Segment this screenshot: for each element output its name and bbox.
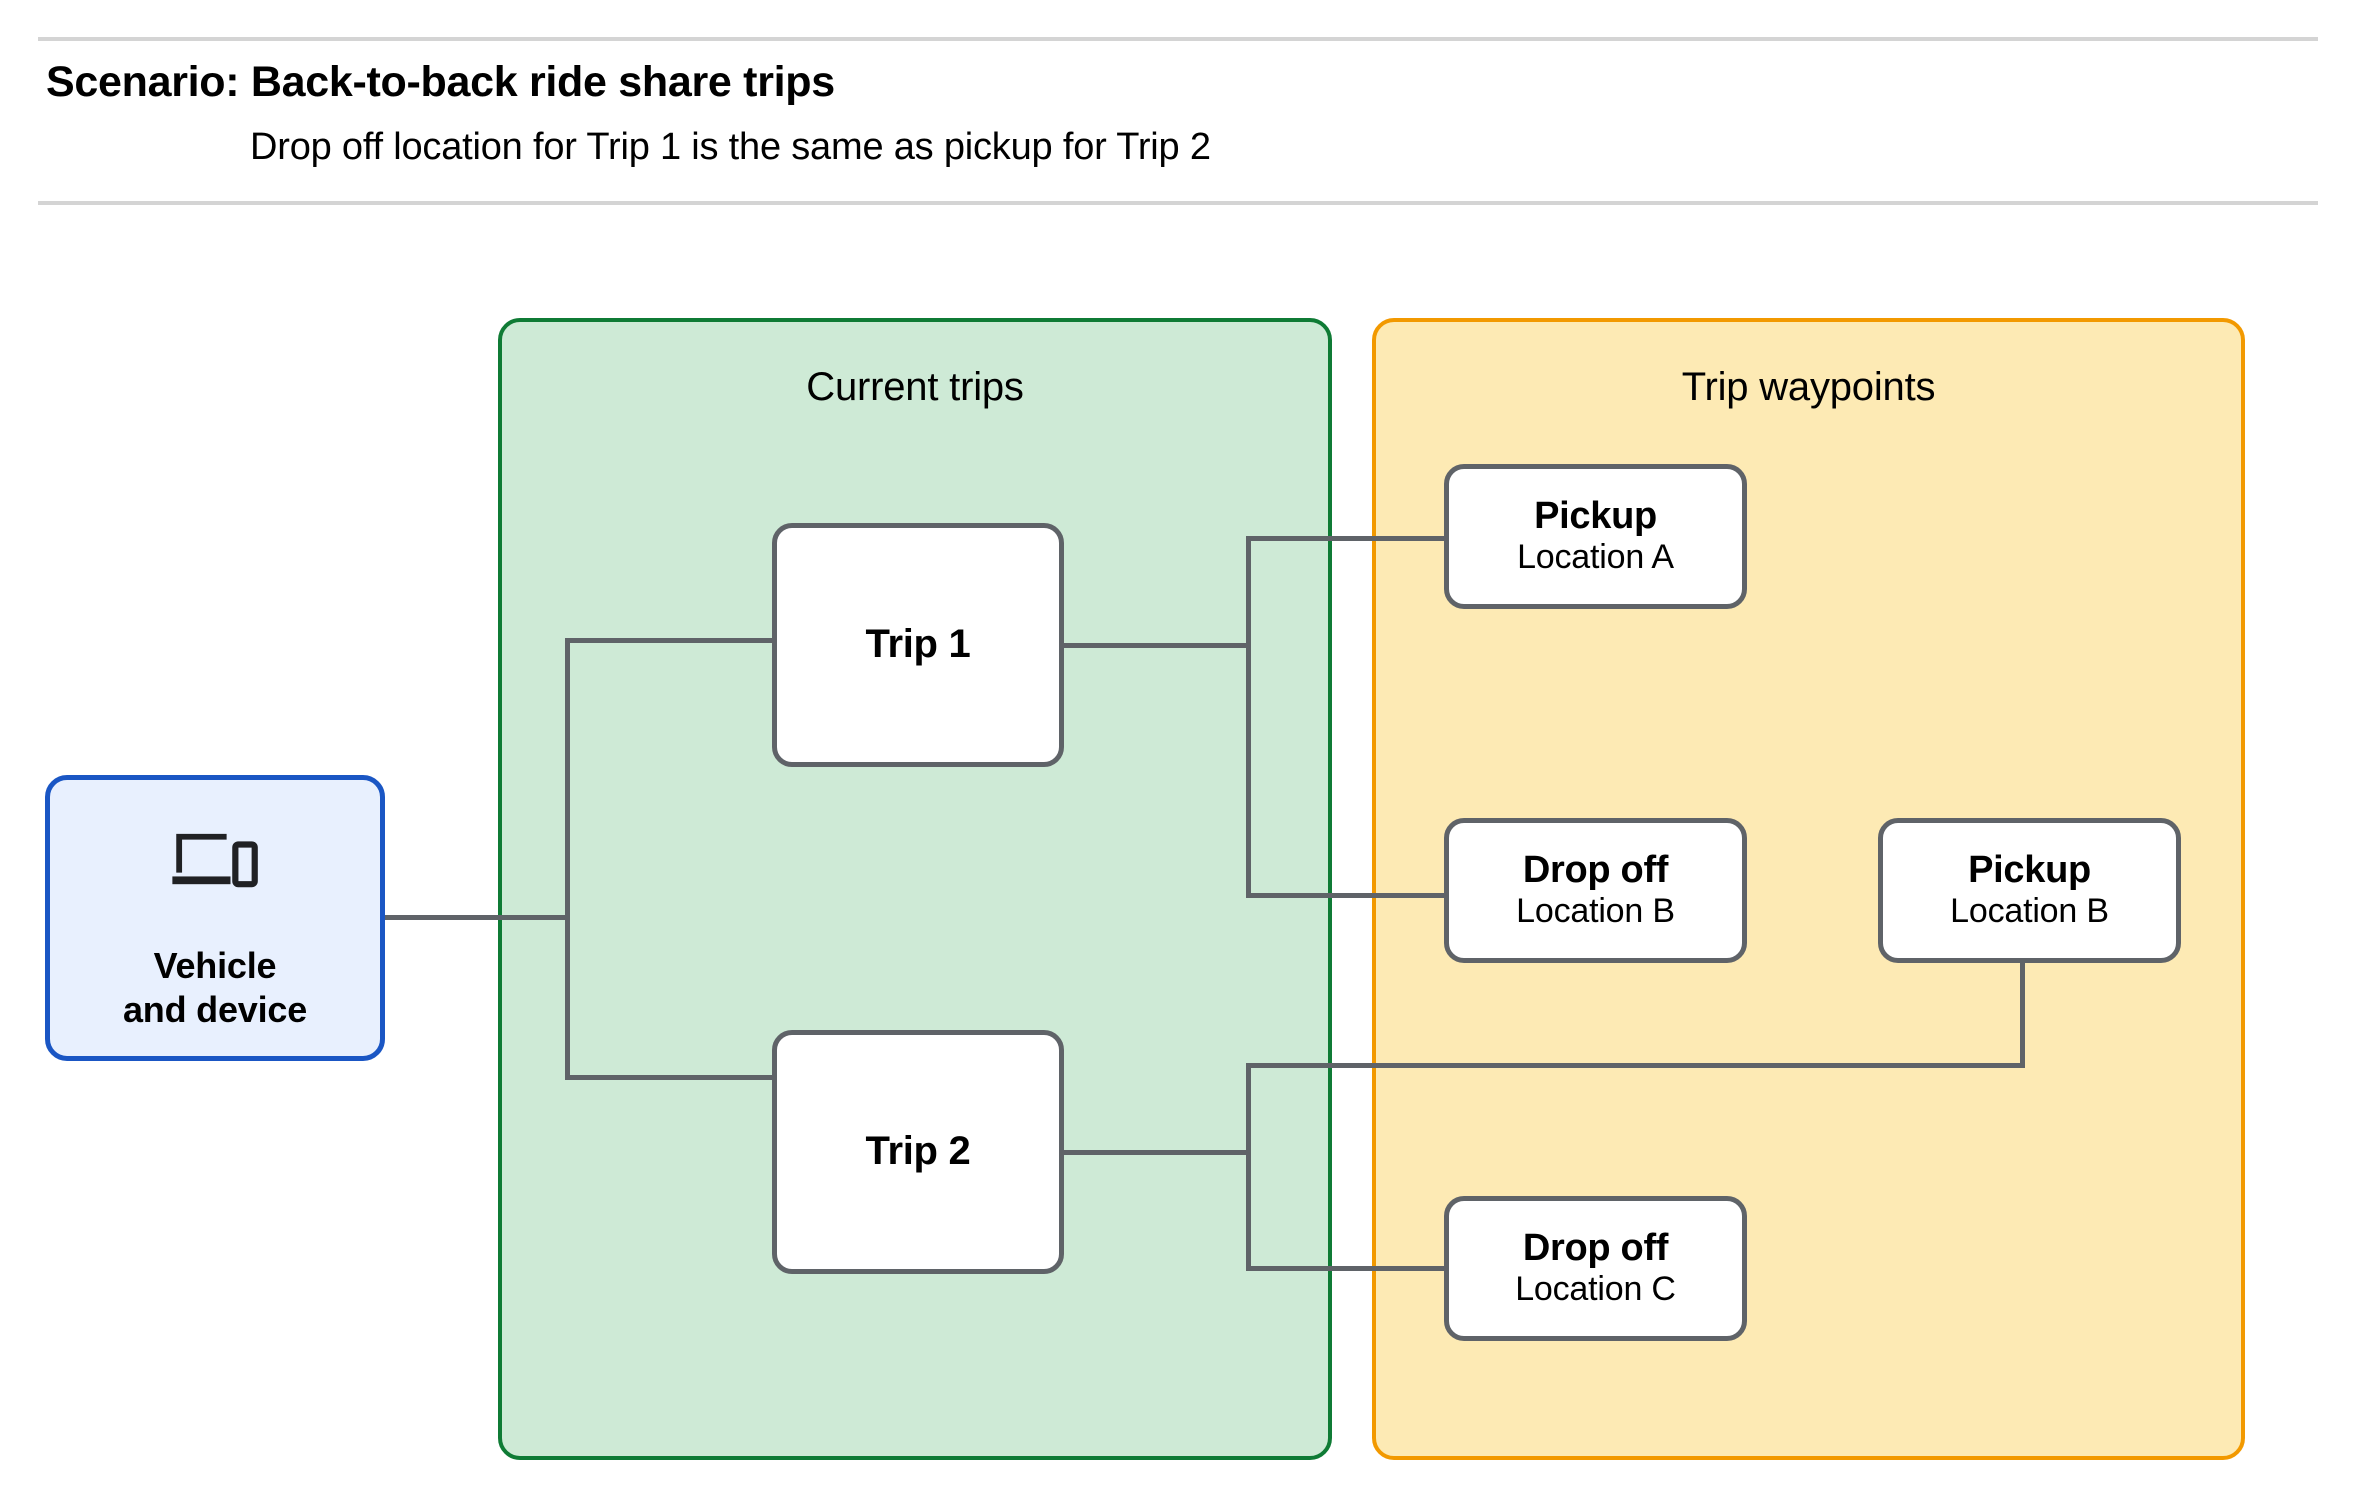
group-current-trips: Current trips bbox=[498, 318, 1332, 1460]
header-divider-top bbox=[38, 37, 2318, 41]
node-dropoff-location-b-title: Drop off bbox=[1522, 848, 1669, 891]
node-pickup-location-a-location: Location A bbox=[1517, 537, 1674, 576]
node-trip-2-label: Trip 2 bbox=[865, 1129, 971, 1174]
node-dropoff-location-c-title: Drop off bbox=[1522, 1226, 1669, 1269]
node-pickup-location-b[interactable]: Pickup Location B bbox=[1878, 818, 2181, 963]
vehicle-label: Vehicle and device bbox=[122, 945, 308, 1030]
connector-trip-1-to-pickup-a bbox=[1246, 536, 1449, 541]
page-title: Scenario: Back-to-back ride share trips bbox=[46, 58, 835, 106]
node-pickup-location-b-location: Location B bbox=[1950, 891, 2109, 930]
node-pickup-location-b-title: Pickup bbox=[1968, 848, 2091, 891]
node-dropoff-location-b-location: Location B bbox=[1516, 891, 1675, 930]
node-trip-1[interactable]: Trip 1 bbox=[772, 523, 1064, 767]
connector-trips-junction-bar bbox=[565, 638, 570, 1080]
connector-trip-2-to-dropoff-c bbox=[1246, 1266, 1449, 1271]
connector-trip-1-waypoint-bar bbox=[1246, 536, 1251, 898]
connector-junction-to-trip-2 bbox=[565, 1075, 777, 1080]
node-dropoff-location-c-location: Location C bbox=[1515, 1269, 1676, 1308]
node-trip-2[interactable]: Trip 2 bbox=[772, 1030, 1064, 1274]
node-dropoff-location-b[interactable]: Drop off Location B bbox=[1444, 818, 1747, 963]
group-current-trips-title: Current trips bbox=[806, 365, 1024, 409]
devices-icon bbox=[172, 833, 258, 888]
connector-trip-2-to-junction bbox=[1059, 1150, 1251, 1155]
connector-trip-1-to-dropoff-b bbox=[1246, 893, 1449, 898]
connector-trip-2-to-pickup-b bbox=[1246, 1063, 2025, 1068]
page-subtitle: Drop off location for Trip 1 is the same… bbox=[250, 126, 1211, 168]
connector-vehicle-to-junction bbox=[385, 915, 570, 920]
connector-trip-1-to-junction bbox=[1059, 643, 1251, 648]
node-pickup-location-a-title: Pickup bbox=[1534, 494, 1657, 537]
connector-trip-2-waypoint-bar bbox=[1246, 1063, 1251, 1271]
node-vehicle-and-device[interactable]: Vehicle and device bbox=[45, 775, 385, 1061]
node-trip-1-label: Trip 1 bbox=[865, 622, 971, 667]
header-divider-bottom bbox=[38, 201, 2318, 205]
connector-junction-to-trip-1 bbox=[565, 638, 777, 643]
group-trip-waypoints-title: Trip waypoints bbox=[1681, 365, 1936, 409]
connector-pickup-b-drop-leg bbox=[2020, 958, 2025, 1068]
node-pickup-location-a[interactable]: Pickup Location A bbox=[1444, 464, 1747, 609]
node-dropoff-location-c[interactable]: Drop off Location C bbox=[1444, 1196, 1747, 1341]
